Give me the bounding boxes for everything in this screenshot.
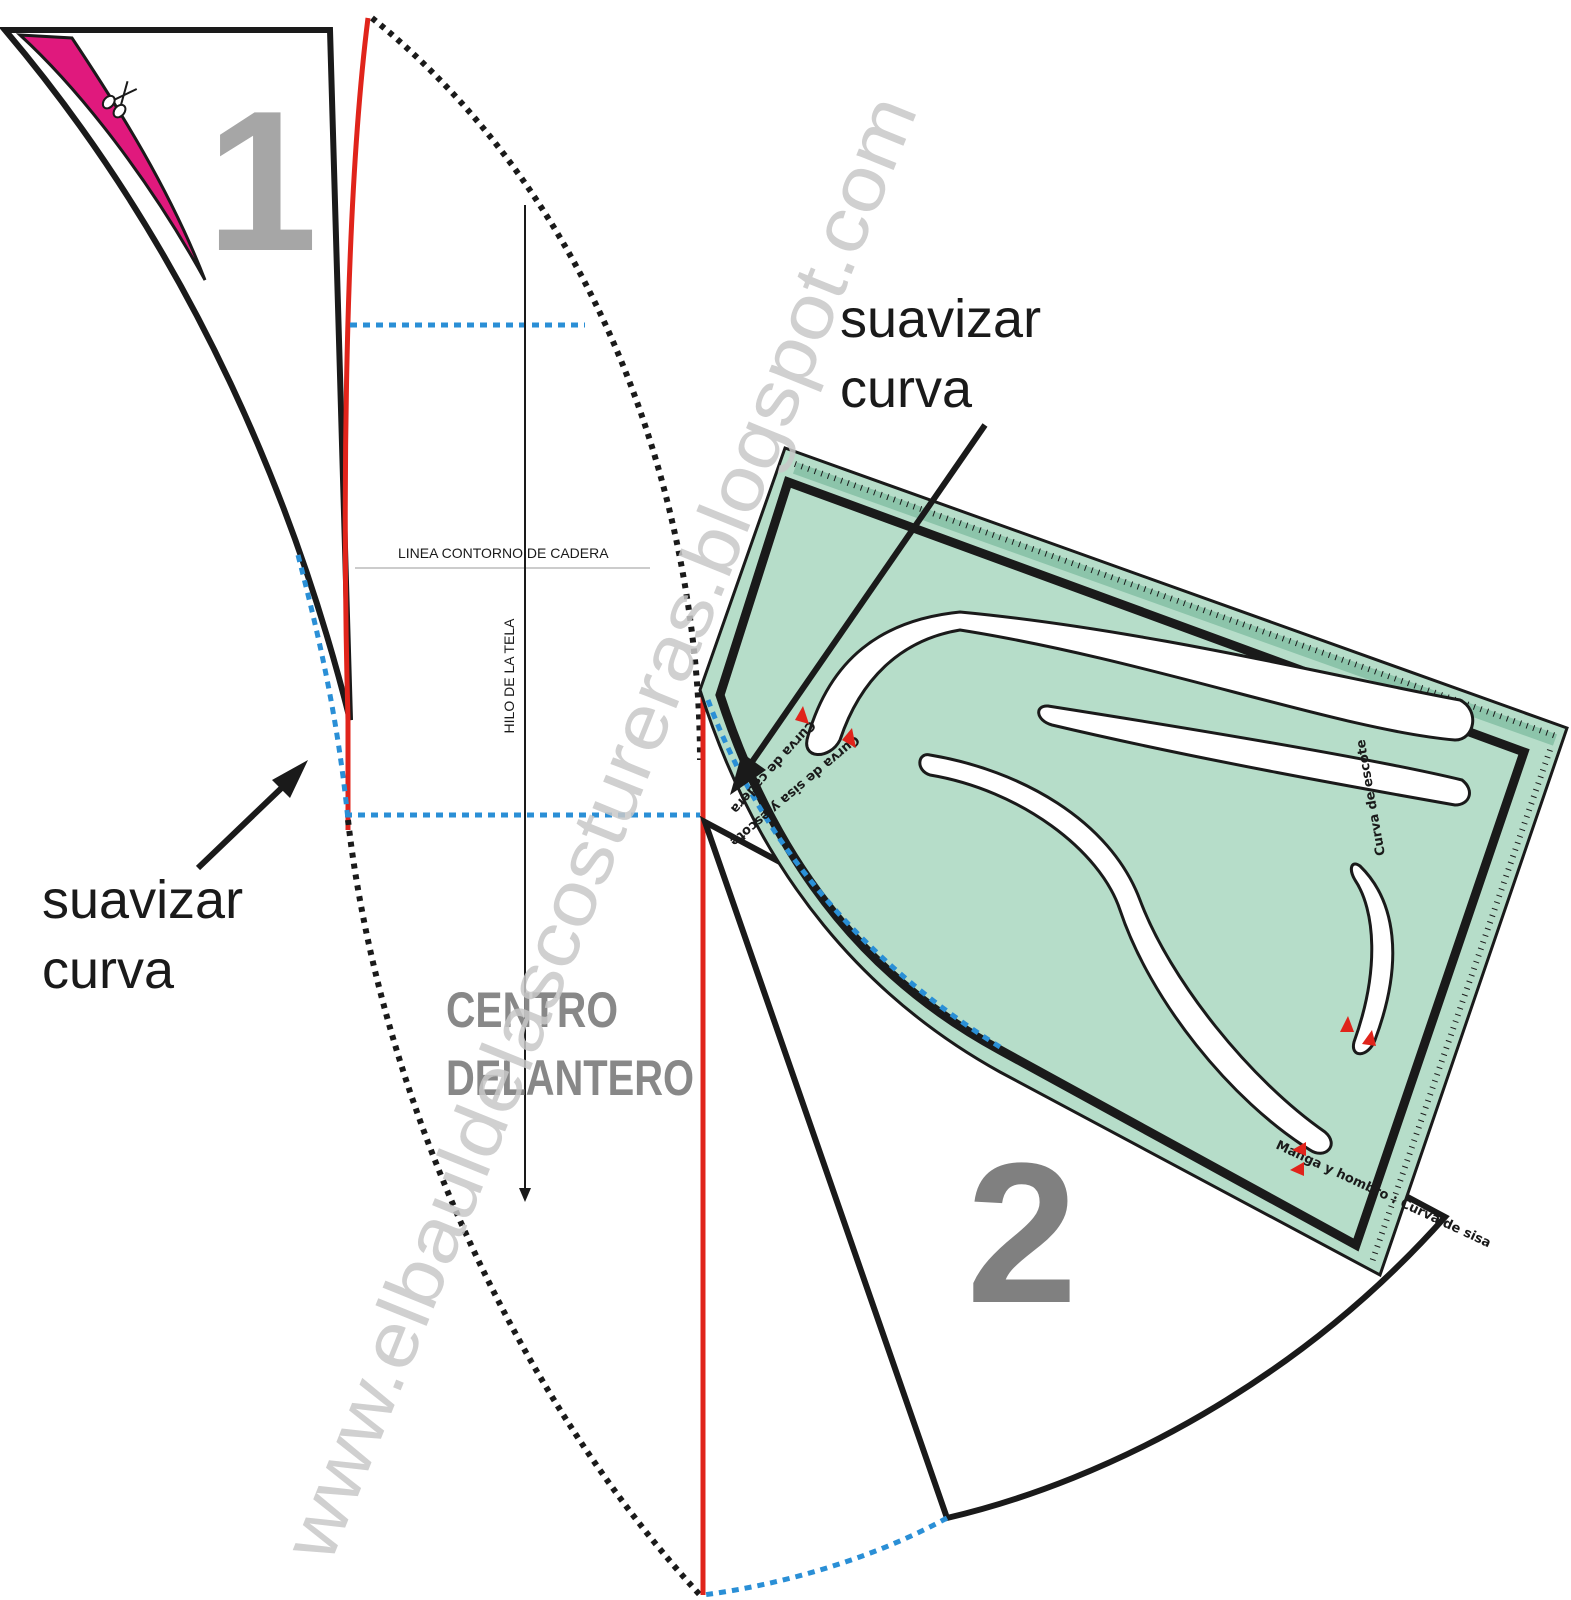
ruler-slot-right-hook [1349,862,1395,1056]
ruler-body [698,446,1569,1278]
grain-arrow-head-icon [519,1188,531,1202]
piece-1: 1 [0,27,353,721]
red-arrow-icon-4 [1362,1030,1376,1046]
center-front-line1: CENTRO [446,982,618,1038]
piece-1-number: 1 [206,70,317,293]
ruler-slot-s-curve [918,753,1333,1155]
ruler-slot-top [805,610,1475,756]
annotation-left-line1: suavizar [42,870,243,930]
red-arrow-icon-3 [1340,1016,1354,1032]
annotation-left-arrow-shaft [195,775,295,871]
annotation-left-arrow-head-icon [272,760,308,798]
ruler-blue-edge-curve [705,699,1002,1050]
center-panel: LINEA CONTORNO DE CADERA HILO DE LA TELA… [295,15,706,1598]
annotation-right-arrow-head-icon [730,753,766,795]
red-arrow-icon-5 [1292,1142,1306,1156]
red-arrow-icon-1 [795,706,809,724]
piece-1-outline [0,27,353,721]
annotation-right: suavizar curva [730,289,1041,795]
red-arrow-icon-2 [842,728,856,748]
annotation-right-line2: curva [840,359,973,419]
blue-dotted-left-edge [295,554,351,821]
red-arrow-icon-6 [1290,1162,1304,1176]
dotted-left-hem-curve [345,819,703,1598]
ruler-slot-middle [1037,704,1471,807]
dotted-outer-curve [370,15,703,761]
scissors-icon [101,81,138,119]
annotation-right-arrow-shaft [742,423,988,774]
annotation-right-line1: suavizar [840,289,1041,349]
annotation-left: suavizar curva [42,760,308,1000]
center-front-line2: DELANTERO [446,1050,694,1106]
hip-line-label: LINEA CONTORNO DE CADERA [398,545,609,561]
red-seam-left [342,17,371,830]
piece-2-blue-hem [702,1515,949,1598]
grain-line-label: HILO DE LA TELA [501,618,517,734]
french-curve-ruler: Curva de cadera Curva de sisa y escote M… [698,446,1569,1278]
red-arrow-icons [795,706,1376,1176]
piece-2-number: 2 [966,1122,1077,1345]
annotation-left-line2: curva [42,940,175,1000]
